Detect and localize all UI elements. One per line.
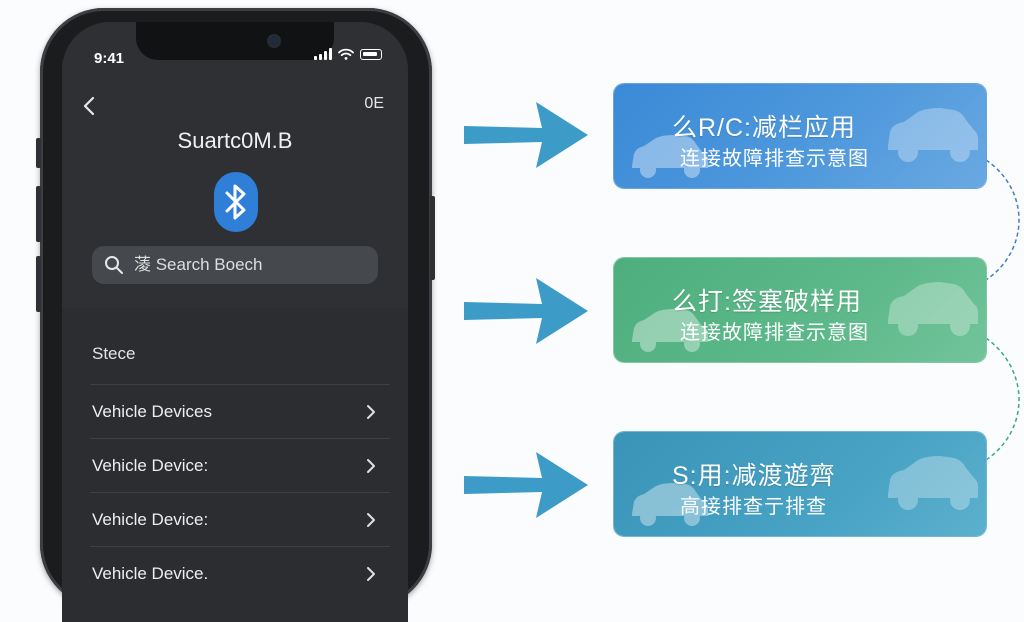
status-icons: [314, 48, 382, 60]
car-icon: [632, 309, 708, 352]
camera-icon: [269, 36, 279, 46]
bluetooth-icon: [225, 184, 246, 220]
device-label: Vehicle Device:: [92, 455, 209, 475]
car-icon: [632, 483, 708, 526]
card-subtitle: 高接排查亍排查: [680, 496, 827, 518]
car-icon: [632, 135, 708, 178]
card-subtitle: 连接故障排查示意图: [680, 322, 869, 344]
chevron-right-icon: [367, 566, 375, 581]
mute-switch: [36, 138, 41, 168]
status-time: 9:41: [94, 50, 125, 67]
volume-up-button: [36, 186, 41, 242]
device-row-4[interactable]: Vehicle Device.: [90, 546, 390, 600]
device-label: Vehicle Device:: [92, 509, 209, 529]
info-card-1: 么R/C:减栏应用 连接故障排查示意图: [614, 84, 986, 188]
phone-frame: 9:41 0E Suartc0M.B: [36, 8, 435, 622]
bluetooth-badge: [214, 172, 258, 232]
search-icon: [105, 256, 123, 274]
battery-icon: [360, 49, 382, 60]
car-icon: [888, 456, 979, 510]
car-icon: [888, 108, 979, 162]
car-icon: [888, 282, 979, 336]
card-title: 么打:签塞破样用: [672, 288, 862, 316]
device-row-1[interactable]: Vehicle Devices: [90, 384, 390, 438]
app-title: Suartc0M.B: [177, 128, 293, 153]
arrow-right-icon: [464, 452, 588, 518]
device-label: Vehicle Device.: [92, 563, 209, 583]
chevron-right-icon: [367, 458, 375, 473]
search-bar[interactable]: [92, 246, 378, 284]
power-button: [430, 196, 435, 280]
device-label: Vehicle Devices: [92, 401, 213, 421]
arrow-right-icon: [464, 102, 588, 168]
phone-screen: 9:41 0E Suartc0M.B: [62, 22, 408, 622]
device-list: Vehicle Devices Vehicle Device: Vehicle …: [90, 384, 390, 600]
notch: [136, 22, 334, 60]
device-row-3[interactable]: Vehicle Device:: [90, 492, 390, 546]
section-label: Stece: [92, 344, 136, 363]
card-title: S:用:减渡遊齊: [672, 462, 836, 490]
back-icon[interactable]: [76, 92, 104, 120]
search-input[interactable]: [132, 254, 376, 276]
arrow-right-icon: [464, 278, 588, 344]
info-card-2: 么打:签塞破样用 连接故障排查示意图: [614, 258, 986, 362]
device-row-2[interactable]: Vehicle Device:: [90, 438, 390, 492]
wifi-icon: [338, 48, 354, 60]
card-title: 么R/C:减栏应用: [672, 114, 857, 142]
chevron-right-icon: [367, 404, 375, 419]
volume-down-button: [36, 256, 41, 312]
info-card-3: S:用:减渡遊齊 高接排查亍排查: [614, 432, 986, 536]
signal-icon: [314, 48, 332, 60]
top-right-label[interactable]: 0E: [364, 95, 384, 112]
card-subtitle: 连接故障排查示意图: [680, 148, 869, 170]
chevron-right-icon: [367, 512, 375, 527]
